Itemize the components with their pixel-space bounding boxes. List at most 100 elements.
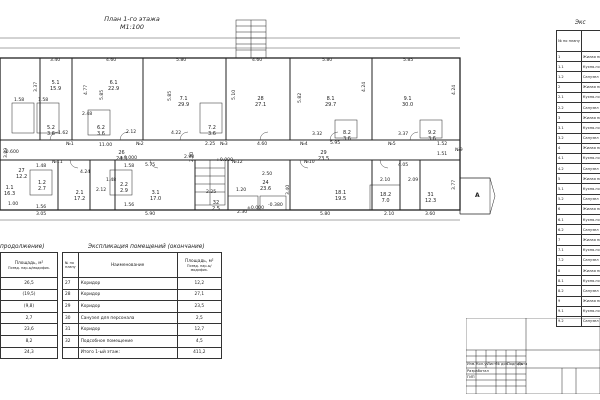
right-table-cell-no: 7.1 xyxy=(556,244,582,256)
dimension-label: 2.90 xyxy=(184,155,195,160)
right-table-cell-no: 2.2 xyxy=(556,101,582,114)
main-table-cell-area: 12,7 xyxy=(176,323,223,336)
right-table-cell-no: 8.2 xyxy=(556,285,582,297)
room-number: 18.2 xyxy=(380,192,392,198)
room-number: 7.2 xyxy=(208,125,216,131)
dimension-label: 2.48 xyxy=(82,112,93,117)
dimension-label: №10 xyxy=(304,160,315,165)
room-number: 31 xyxy=(427,192,434,198)
room-number: 5.1 xyxy=(51,80,60,86)
dimension-label: -0.380 xyxy=(268,203,283,208)
dimension-label: 5.85 xyxy=(168,90,173,101)
room-area: 12.2 xyxy=(16,174,28,180)
room-number: 6.1 xyxy=(109,80,118,86)
plan-title: План 1-го этажа М1:100 xyxy=(92,15,172,31)
main-table-cell-name: Коридор xyxy=(77,323,178,336)
right-table-cell-no: 1.2 xyxy=(556,71,582,83)
right-table-cell-no: 4 xyxy=(556,142,582,154)
dimension-label: 4.60 xyxy=(257,142,268,147)
room-number: 8.2 xyxy=(343,130,351,136)
dimension-label: 4.24 xyxy=(362,81,367,92)
dimension-label: 1.58 xyxy=(38,98,49,103)
main-table-cell-area: 23,5 xyxy=(176,300,223,313)
right-table-header: № по плану xyxy=(556,30,582,52)
left-table-cell-area: 2,7 xyxy=(0,311,58,325)
right-table-cell-name: Кухня-гост xyxy=(580,275,600,287)
main-table-cell-no: 30 xyxy=(62,311,79,325)
stamp-razrab: Разработал xyxy=(467,369,489,373)
right-table-cell-name: Санузел xyxy=(580,163,600,175)
room-area: 30.0 xyxy=(402,102,414,108)
dimension-label: 3.32 xyxy=(312,132,323,137)
main-table-cell-area: 411,2 xyxy=(176,346,223,360)
dimension-label: 3.60 xyxy=(425,212,436,217)
right-table-cell-name: Санузел xyxy=(580,315,600,328)
table-row: (19,5) xyxy=(0,288,58,302)
room-area: 22.9 xyxy=(108,86,120,92)
room-area: 23.5 xyxy=(318,156,330,162)
table-row: 26,5 xyxy=(0,277,58,290)
left-table-cell-area: 24,3 xyxy=(0,346,58,360)
right-table-cell-no: 3.1 xyxy=(556,122,582,134)
stamp-podp: Подпись xyxy=(507,362,524,366)
room-number: 9.2 xyxy=(428,130,436,136)
room-number: 24 xyxy=(262,180,269,186)
room-number: 29 xyxy=(320,150,327,156)
dimension-label: 2.12 xyxy=(126,130,137,135)
right-table-cell-no: 8.1 xyxy=(556,275,582,287)
dimension-label: 5.80 xyxy=(320,212,331,217)
room-number: 6.2 xyxy=(97,125,105,131)
room-area: 27.1 xyxy=(255,102,267,108)
left-explication-table: Площадь, м² Псевд. пар-ы/модифик. 26,5(1… xyxy=(0,252,58,360)
dimension-label: 2.10 xyxy=(384,212,395,217)
room-area: 29.9 xyxy=(178,102,190,108)
right-table-cell-no: 4.1 xyxy=(556,152,582,165)
dimension-label: 1.62 xyxy=(58,131,69,136)
left-table-cell-area: 8,2 xyxy=(0,334,58,348)
room-area: 12.3 xyxy=(425,198,437,204)
room-area: 3.6 xyxy=(208,131,216,137)
room-area: 2.5 xyxy=(212,206,220,212)
dimension-label: 1.00 xyxy=(8,202,19,207)
right-table-cell-no: 8 xyxy=(556,264,582,277)
dimension-label: 3.40 xyxy=(50,58,61,63)
dimension-label: ±0.000 xyxy=(247,206,265,211)
dimension-label: +0.000 xyxy=(216,158,234,163)
room-area: 3.6 xyxy=(97,131,105,137)
room-number: 1.2 xyxy=(38,180,46,186)
dimension-label: 2.30 xyxy=(237,210,248,215)
dimension-label: №5 xyxy=(388,142,396,147)
right-table-cell-no: 3 xyxy=(556,112,582,124)
right-table-cell-name: Кухня-гост xyxy=(580,61,600,73)
right-table-cell-name: Санузел xyxy=(580,224,600,236)
dimension-label: 4.60 xyxy=(252,58,263,63)
dimension-label: №2 xyxy=(136,142,144,147)
room-number: 9.1 xyxy=(403,96,412,102)
table-row: 24,3 xyxy=(0,346,58,360)
entrance-label: А xyxy=(475,192,480,199)
stamp-gip: ГИП xyxy=(467,375,475,379)
room-number: 3.1 xyxy=(151,190,160,196)
